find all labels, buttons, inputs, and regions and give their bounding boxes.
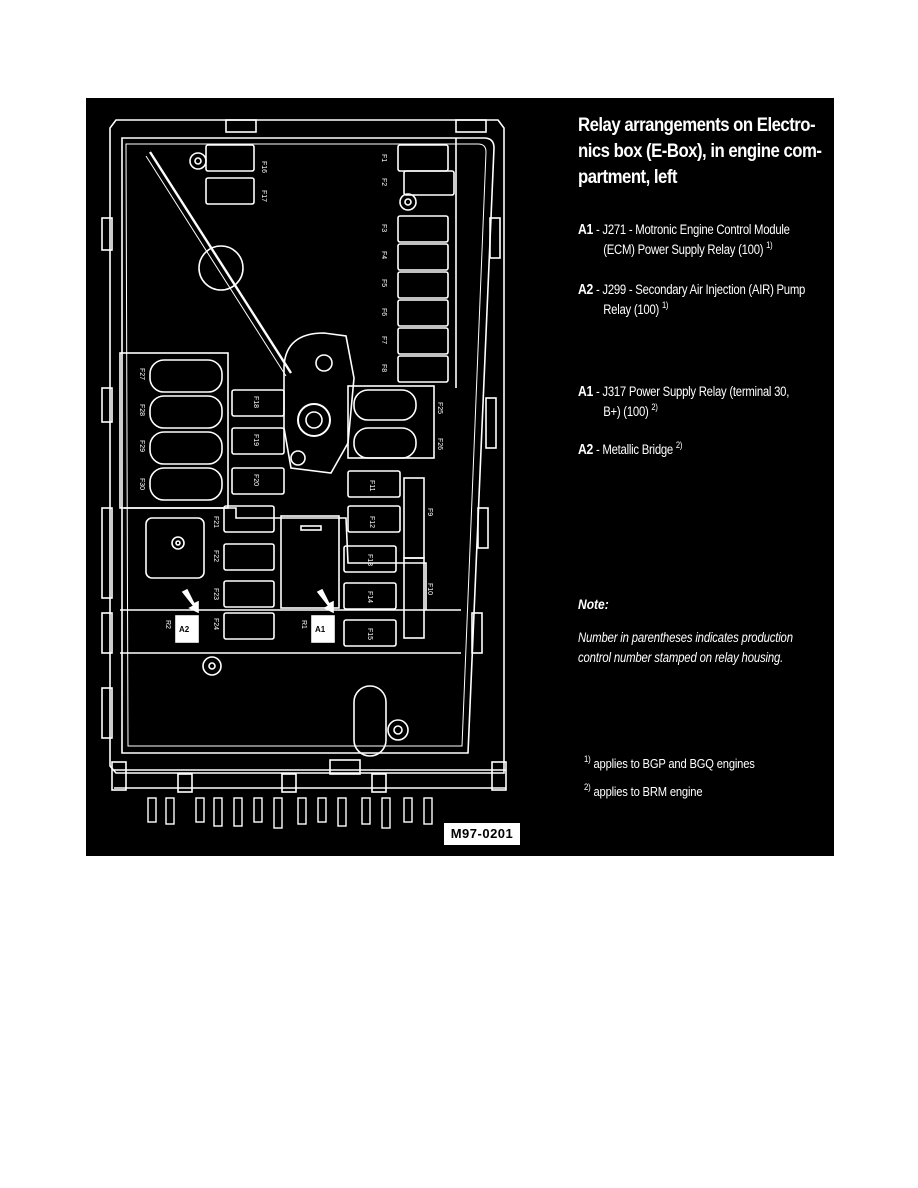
legend-item-text-cont: Relay (100) — [603, 302, 660, 317]
fuse-label-f14: F14 — [366, 591, 373, 603]
fuse-label-f30: F30 — [138, 478, 145, 490]
relay-slot-label-r2: R2 — [164, 620, 171, 629]
footnote-text: applies to BGP and BGQ engines — [593, 756, 755, 771]
footnote-ref: 1) — [661, 300, 669, 310]
fuse-label-f18: F18 — [252, 396, 259, 408]
relay-arrangement-figure: F16 F17 F1 F2 F3 F4 F5 F6 F7 F8 F9 F10 F… — [86, 98, 834, 856]
footnote-2: 2) applies to BRM engine — [584, 782, 703, 800]
fuse-label-f21: F21 — [212, 516, 219, 528]
legend-item-code: A1 — [578, 384, 594, 400]
legend-item-text: Metallic Bridge — [602, 442, 673, 457]
legend-dash: - — [595, 442, 600, 457]
fuse-label-f7: F7 — [380, 336, 387, 344]
relay-a1-box — [311, 615, 335, 643]
fuse-label-f26: F26 — [436, 438, 443, 450]
footnote-mark: 1) — [584, 754, 591, 764]
fuse-label-f27: F27 — [138, 368, 145, 380]
legend-item-code: A2 — [578, 282, 594, 298]
legend-item-a1-j271: A1 - J271 - Motronic Engine Control Modu… — [578, 220, 830, 259]
note-line: control number stamped on relay housing. — [578, 650, 784, 665]
footnote-ref: 2) — [651, 402, 658, 412]
fuse-label-f24: F24 — [212, 618, 219, 630]
fuse-label-f5: F5 — [380, 279, 387, 287]
f25-f26-block — [347, 385, 435, 459]
footnote-mark: 2) — [584, 782, 591, 792]
fuse-label-f28: F28 — [138, 404, 145, 416]
fuse-label-f17: F17 — [260, 190, 267, 202]
center-bracket — [283, 332, 355, 474]
legend-item-a2-j299: A2 - J299 - Secondary Air Injection (AIR… — [578, 280, 830, 319]
fuse-label-f23: F23 — [212, 588, 219, 600]
legend-item-text: J317 Power Supply Relay (terminal 30, — [602, 384, 790, 399]
legend-item-text: J299 - Secondary Air Injection (AIR) Pum… — [602, 282, 806, 297]
fuse-label-f4: F4 — [380, 251, 387, 259]
relay-a2-box — [175, 615, 199, 643]
fuse-label-f6: F6 — [380, 308, 387, 316]
legend-item-a2-bridge: A2 - Metallic Bridge 2) — [578, 440, 830, 460]
note-line: Number in parentheses indicates producti… — [578, 630, 793, 645]
fuse-label-f13: F13 — [366, 554, 373, 566]
legend-dash: - — [595, 282, 600, 297]
heading-line: Relay arrangements on Electro- — [578, 114, 816, 136]
fuse-label-f8: F8 — [380, 364, 387, 372]
footnote-ref: 2) — [675, 440, 683, 450]
relay-marker-a1: A1 — [315, 625, 326, 634]
large-fuse-block — [119, 352, 229, 509]
legend-item-text-cont: (ECM) Power Supply Relay (100) — [603, 242, 764, 257]
legend-item-text-cont: B+) (100) — [603, 404, 649, 419]
legend-panel: Relay arrangements on Electro- nics box … — [578, 98, 834, 856]
fuse-label-f11: F11 — [368, 480, 375, 492]
note-text: Number in parentheses indicates producti… — [578, 628, 830, 668]
arrow-a2 — [181, 588, 199, 614]
heading-line: partment, left — [578, 166, 678, 188]
legend-item-text: J271 - Motronic Engine Control Module — [602, 222, 790, 237]
fuse-label-f19: F19 — [252, 434, 259, 446]
fuse-label-f9: F9 — [426, 508, 433, 516]
fuse-f17 — [205, 177, 255, 205]
fuse-label-f3: F3 — [380, 224, 387, 232]
grommet — [198, 245, 244, 291]
fuse-label-f15: F15 — [366, 628, 373, 640]
heading-line: nics box (E-Box), in engine com- — [578, 140, 822, 162]
fuse-label-f2: F2 — [380, 178, 387, 186]
fuse-label-f20: F20 — [252, 474, 259, 486]
relay-marker-a2: A2 — [179, 625, 190, 634]
footnote-ref: 1) — [766, 240, 773, 250]
legend-item-a1-j317: A1 - J317 Power Supply Relay (terminal 3… — [578, 382, 830, 421]
top-notch — [455, 119, 487, 133]
legend-dash: - — [595, 384, 600, 399]
legend-dash: - — [595, 222, 600, 237]
legend-item-code: A2 — [578, 442, 594, 458]
housing-outline — [109, 119, 505, 774]
connector-pins — [147, 797, 433, 829]
footnote-1: 1) applies to BGP and BGQ engines — [584, 754, 755, 772]
fuse-label-f10: F10 — [426, 583, 433, 595]
e-box-drawing: F16 F17 F1 F2 F3 F4 F5 F6 F7 F8 F9 F10 F… — [101, 119, 507, 829]
e-box-diagram: F16 F17 F1 F2 F3 F4 F5 F6 F7 F8 F9 F10 F… — [86, 98, 527, 856]
relay-slot-label-r1: R1 — [300, 620, 307, 629]
note-title: Note: — [578, 596, 609, 612]
fuse-label-f25: F25 — [436, 402, 443, 414]
fuse-label-f22: F22 — [212, 550, 219, 562]
fuse-label-f12: F12 — [368, 516, 375, 528]
housing-inner-outline — [121, 137, 495, 754]
fuse-label-f29: F29 — [138, 440, 145, 452]
top-notch — [225, 119, 257, 133]
fuse-label-f1: F1 — [380, 154, 387, 162]
footnote-text: applies to BRM engine — [593, 784, 703, 799]
fuse-f16 — [205, 144, 255, 172]
figure-id-label: M97-0201 — [443, 822, 521, 846]
legend-heading: Relay arrangements on Electro- nics box … — [578, 112, 827, 190]
fuse-label-f16: F16 — [260, 161, 267, 173]
diagonal-cable — [148, 151, 293, 374]
legend-item-code: A1 — [578, 222, 594, 238]
arrow-a1 — [316, 588, 334, 614]
